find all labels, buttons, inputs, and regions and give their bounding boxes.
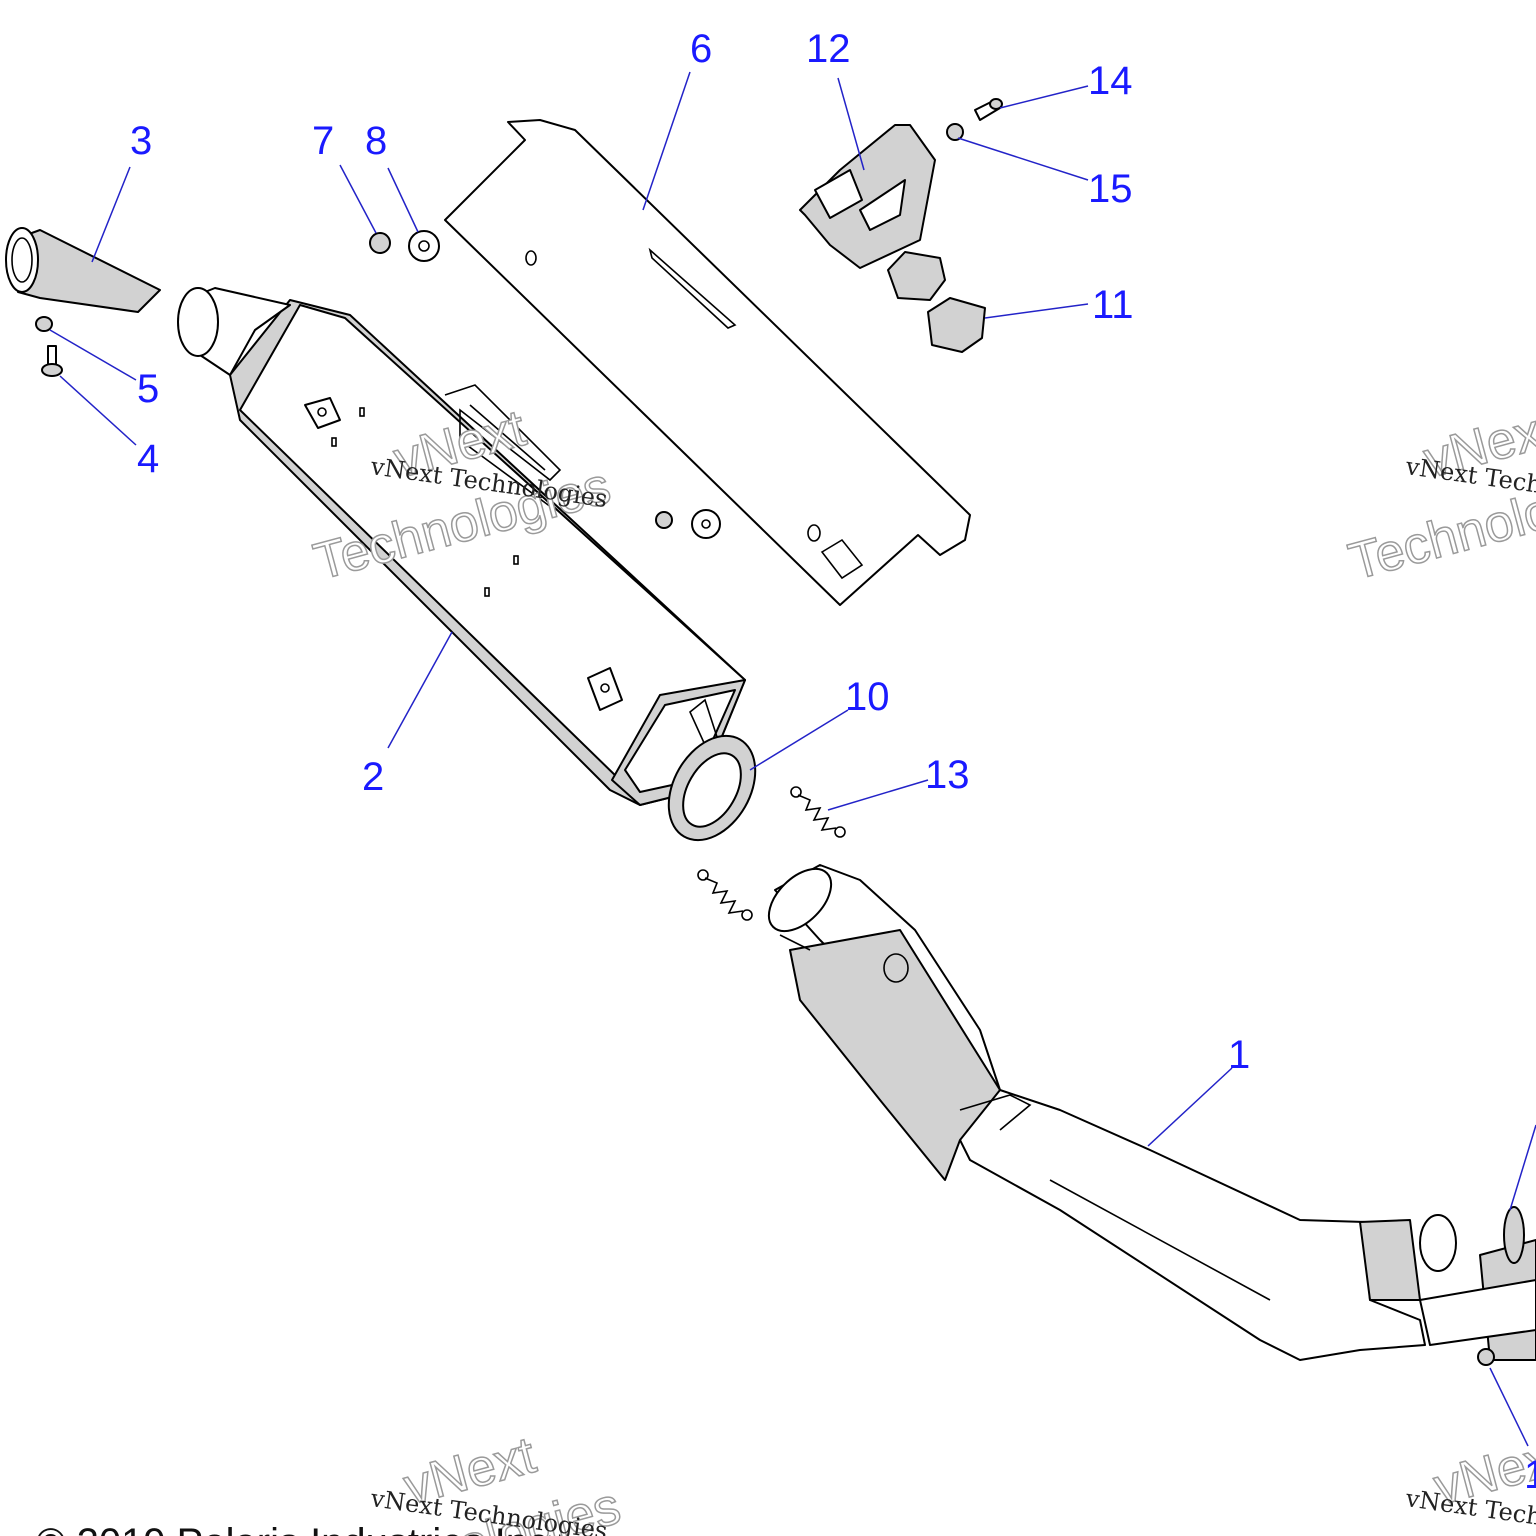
part-1-head-pipe	[767, 864, 1536, 1366]
part-11-grommets	[887, 251, 986, 353]
part-10-gasket	[667, 734, 757, 842]
callout-8: 8	[365, 119, 387, 163]
part-12-bracket	[799, 124, 936, 269]
callout-5: 5	[137, 367, 159, 411]
callout-13: 13	[925, 753, 970, 797]
watermark-right: vNext Technologies vNext Technologies	[1342, 398, 1536, 592]
part-15-nut	[946, 123, 964, 141]
callout-11: 11	[1092, 283, 1134, 327]
callout-1: 1	[1228, 1033, 1250, 1077]
part-8-washer	[408, 230, 440, 262]
leader-lines	[49, 71, 1536, 1447]
callout-partial-right-bottom: 1	[1524, 1453, 1536, 1497]
callout-4: 4	[137, 437, 159, 481]
callout-12: 12	[806, 27, 851, 71]
callout-6: 6	[690, 27, 712, 71]
callout-15: 15	[1088, 167, 1133, 211]
part-4-bolt	[41, 345, 63, 377]
part-14-bolt	[974, 98, 1003, 121]
callout-14: 14	[1088, 59, 1133, 103]
part-3-tailpipe-tip	[5, 227, 161, 313]
part-13-springs	[697, 786, 846, 921]
watermark-bottom-right: vNext vNext Technologies	[1403, 1425, 1536, 1536]
callout-3: 3	[130, 119, 152, 163]
part-2-muffler	[177, 287, 746, 806]
callout-2: 2	[362, 755, 384, 799]
part-5-nut	[35, 316, 53, 332]
callout-7: 7	[312, 119, 334, 163]
watermark-bottom-center: vNext Technologies vNext Technologies	[317, 1425, 627, 1536]
callout-10: 10	[845, 675, 890, 719]
part-6-heat-shield	[444, 119, 971, 606]
copyright-text: © 2019 Polaris Industries Inc.	[36, 1521, 559, 1536]
callout-labels: 1 2 3 4 5 6 7 8 10 11 12 13 14 15 1	[130, 27, 1536, 1497]
part-7-nut	[369, 232, 391, 254]
